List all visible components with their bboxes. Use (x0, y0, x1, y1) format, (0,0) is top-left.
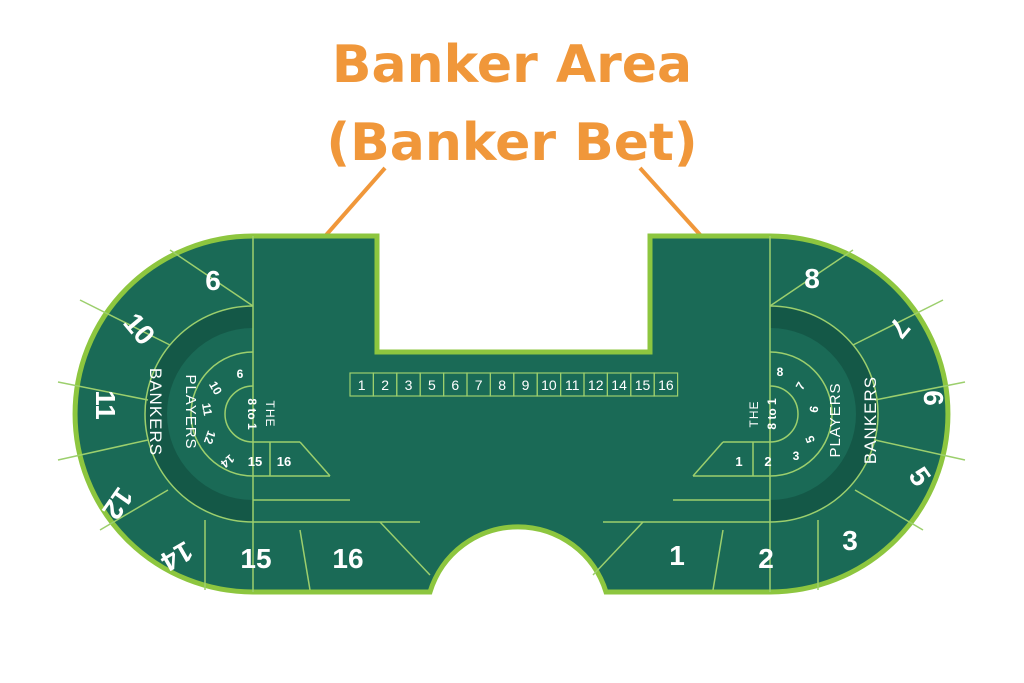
left-inner-seat: 6 (237, 367, 244, 381)
right-outer-seat: 8 (804, 263, 820, 294)
left-bankers-label: BANKERS (146, 368, 165, 456)
right-bankers-label: BANKERS (861, 376, 880, 464)
strip-cell: 16 (653, 372, 679, 397)
strip-number: 6 (451, 377, 459, 393)
strip-number: 11 (565, 377, 580, 393)
strip-number: 12 (588, 377, 604, 393)
strip-number: 14 (611, 377, 627, 393)
title-line-2: (Banker Bet) (326, 113, 697, 173)
strip-number: 2 (381, 377, 389, 393)
right-outer-seat: 1 (669, 540, 685, 571)
right-inner-seat: 2 (764, 454, 771, 469)
strip-number: 10 (541, 377, 557, 393)
left-outer-seat: 11 (90, 390, 121, 420)
right-ring-lines (592, 236, 966, 592)
left-inner-seat: 16 (277, 454, 291, 469)
left-the-label: THE (263, 401, 277, 428)
right-the-label: THE (747, 401, 761, 428)
strip-number: 15 (635, 377, 651, 393)
right-inner-seat: 6 (807, 404, 822, 413)
left-inner-seat: 10 (206, 379, 225, 398)
right-inner-seat: 8 (777, 365, 784, 379)
strip-number: 16 (658, 377, 674, 393)
strip-number: 8 (498, 377, 506, 393)
right-players-label: PLAYERS (827, 382, 844, 457)
right-inner-seat: 3 (793, 449, 800, 463)
right-eight-to-one-label: 8 to 1 (765, 398, 779, 430)
left-players-label: PLAYERS (182, 374, 199, 449)
strip-number: 5 (428, 377, 436, 393)
strip-number: 1 (358, 377, 366, 393)
right-inner-seat: 5 (802, 434, 818, 445)
left-dark-band (145, 306, 253, 522)
left-inner-seat: 11 (199, 402, 215, 417)
left-ring-lines (57, 236, 431, 592)
left-inner-seat: 12 (201, 429, 219, 447)
left-eight-to-one-label: 8 to 1 (245, 398, 259, 430)
title-line-1: Banker Area (332, 35, 692, 95)
strip-number: 3 (405, 377, 413, 393)
right-outer-seat: 6 (918, 390, 949, 406)
left-inner-seat: 15 (248, 454, 262, 469)
left-outer-seat: 6 (205, 265, 221, 296)
right-inner-seat: 1 (735, 454, 742, 469)
right-dark-band (770, 306, 878, 522)
table-felt (72, 233, 951, 595)
left-outer-seat: 16 (332, 543, 363, 574)
right-outer-seat: 2 (758, 543, 774, 574)
right-outer-seat: 3 (842, 525, 858, 556)
strip-number: 7 (475, 377, 483, 393)
strip-number: 9 (522, 377, 530, 393)
left-outer-seat: 15 (240, 543, 271, 574)
